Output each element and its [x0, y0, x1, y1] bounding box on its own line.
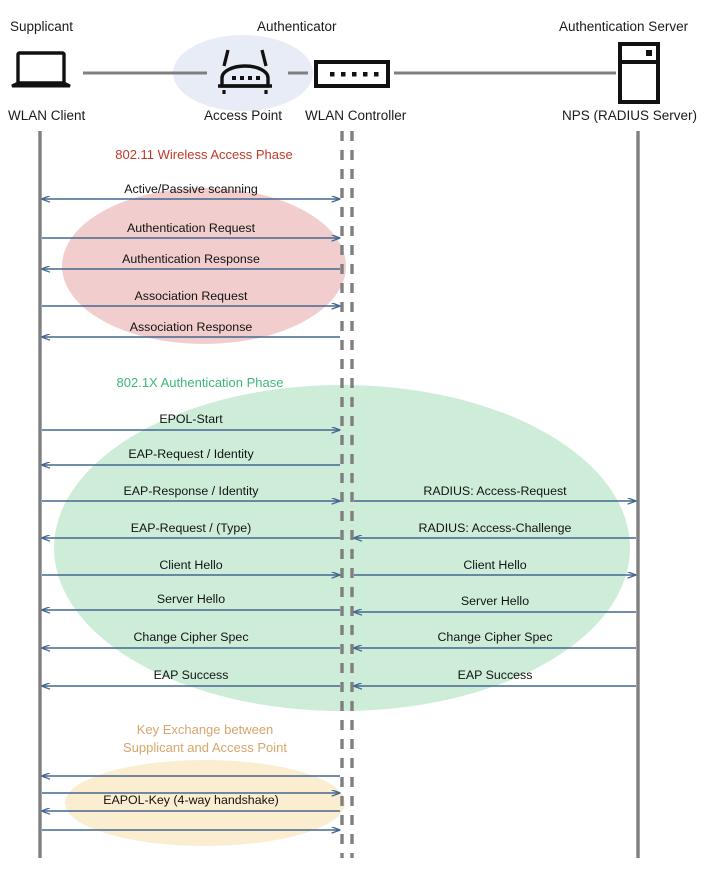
msg-label-eap-response-identity: EAP-Response / Identity: [123, 484, 259, 498]
msg-label-radius-access-challenge: RADIUS: Access-Challenge: [418, 521, 572, 535]
wireless-router-leds: [232, 76, 260, 80]
msg-label-association-request: Association Request: [134, 289, 248, 303]
msg-label-authentication-request: Authentication Request: [126, 221, 256, 235]
phase-title-keyexchange: Key Exchange between: [136, 722, 274, 737]
msg-label-eap-success-left: EAP Success: [153, 668, 229, 682]
role-label-wlan-controller: WLAN Controller: [305, 108, 407, 123]
msg-label-authentication-response: Authentication Response: [122, 252, 260, 266]
msg-label-radius-access-request: RADIUS: Access-Request: [423, 484, 567, 498]
msg-label-server-hello-left: Server Hello: [156, 592, 226, 606]
laptop-icon: [11, 51, 71, 88]
role-label-auth-server-top: Authentication Server: [559, 19, 689, 34]
msg-label-eapol-key-4way-handshake: EAPOL-Key (4-way handshake): [103, 793, 279, 807]
msg-label-eap-success-right: EAP Success: [457, 668, 533, 682]
msg-label-eap-request-type: EAP-Request / (Type): [130, 521, 252, 535]
msg-label-eapol-start: EPOL-Start: [159, 412, 223, 426]
role-label-authenticator-top: Authenticator: [257, 19, 337, 34]
msg-label-change-cipher-spec-left: Change Cipher Spec: [133, 630, 249, 644]
msg-label-active-passive-scanning: Active/Passive scanning: [124, 182, 258, 196]
authenticator-group-ellipse: [173, 35, 313, 111]
wireless-router-icon: [218, 49, 272, 94]
msg-label-client-hello-left: Client Hello: [159, 558, 223, 572]
phase-title-80211: 802.11 Wireless Access Phase: [115, 147, 293, 162]
role-label-wlan-client: WLAN Client: [8, 108, 86, 123]
phase-keyexchange-ellipse: [65, 760, 345, 846]
phase-title-keyexchange-line2: Supplicant and Access Point: [122, 740, 288, 755]
server-icon: [618, 42, 660, 104]
role-label-supplicant-top: Supplicant: [10, 19, 74, 34]
msg-label-association-response: Association Response: [129, 320, 253, 334]
msg-label-change-cipher-spec-right: Change Cipher Spec: [437, 630, 553, 644]
msg-label-client-hello-right: Client Hello: [463, 558, 527, 572]
phase-title-8021x: 802.1X Authentication Phase: [116, 375, 284, 390]
phase-80211-ellipse: [62, 188, 346, 344]
wlan-controller-icon: [314, 60, 390, 88]
msg-label-eap-request-identity: EAP-Request / Identity: [128, 447, 254, 461]
role-label-access-point: Access Point: [204, 108, 283, 123]
msg-label-server-hello-right: Server Hello: [460, 594, 530, 608]
phase-8021x-ellipse: [54, 385, 630, 711]
role-label-nps-radius-server: NPS (RADIUS Server): [562, 108, 698, 123]
